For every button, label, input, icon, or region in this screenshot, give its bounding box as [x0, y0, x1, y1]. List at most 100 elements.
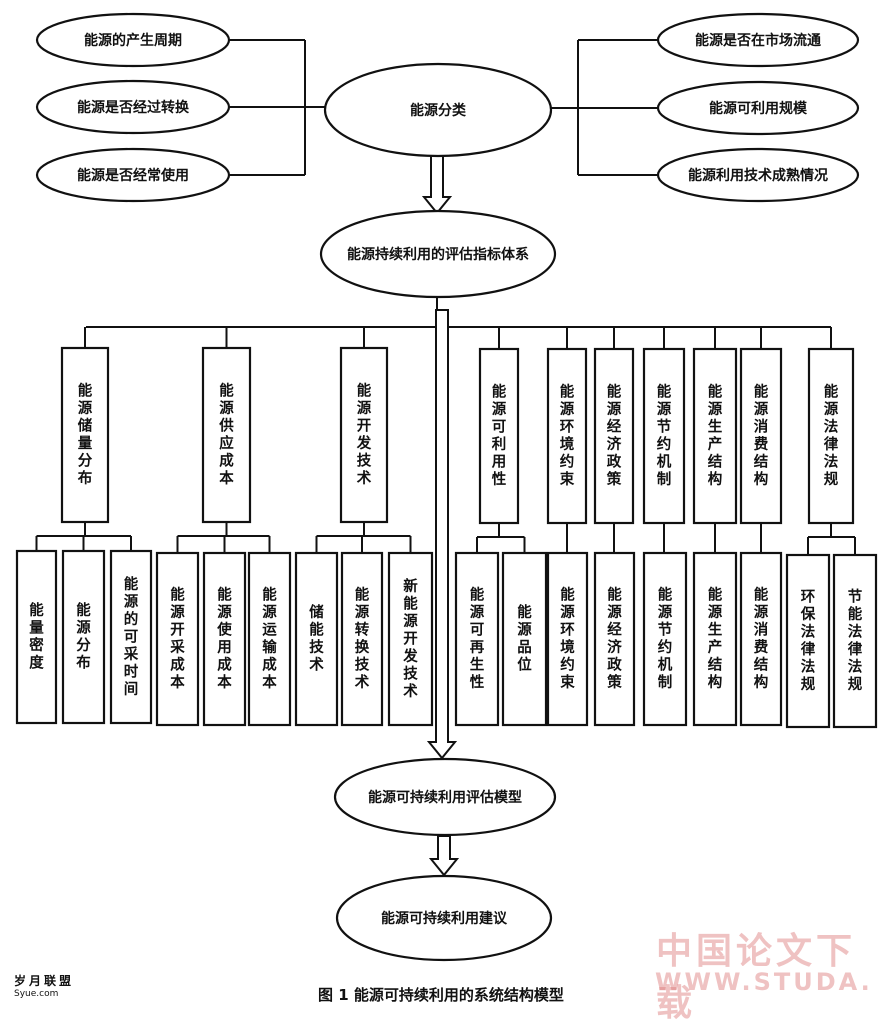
classification-criterion-label: 能源是否在市场流通	[695, 32, 821, 49]
indicator-category: 能源经济政策	[593, 347, 635, 525]
sub-indicator-label: 能量密度	[29, 601, 44, 672]
indicator-category-shape	[642, 347, 686, 525]
sub-indicator: 能源可再生性	[454, 551, 500, 727]
sub-indicator-shape	[501, 551, 548, 727]
indicator-category-shape	[339, 346, 389, 524]
flow-arrows	[421, 155, 460, 877]
sub-indicator-shape	[61, 549, 106, 725]
sub-indicator: 能源转换技术	[340, 551, 384, 727]
sub-indicator: 能源环境约束	[546, 551, 589, 727]
indicator-category: 能源生产结构	[692, 347, 738, 525]
arrow-to-advice	[428, 835, 460, 877]
indicator-category: 能源节约机制	[642, 347, 686, 525]
classification-criterion: 能源可利用规模	[656, 80, 860, 136]
indicator-category: 能源开发技术	[339, 346, 389, 524]
sub-indicator-shape	[15, 549, 58, 725]
sub-indicator-shape	[294, 551, 339, 727]
evaluation-model-node: 能源可持续利用评估模型	[333, 757, 557, 837]
classification-criterion-label: 能源是否经过转换	[77, 99, 190, 116]
classification-criterion: 能源利用技术成熟情况	[656, 147, 860, 203]
sub-indicator-label: 能源生产结构	[708, 586, 723, 692]
sub-indicator-shape	[247, 551, 292, 727]
sub-indicator-shape	[546, 551, 589, 727]
sub-indicator: 节能法律法规	[832, 553, 878, 729]
sub-indicator: 能源生产结构	[692, 551, 738, 727]
classification-criterion-label: 能源可利用规模	[709, 100, 808, 117]
classification-criterion-shape	[656, 80, 860, 136]
sub-indicator-shape	[593, 551, 636, 727]
classification-criterion-shape	[656, 147, 860, 203]
classification-criterion-label: 能源的产生周期	[84, 32, 182, 49]
sub-indicator-label: 环保法律法规	[800, 589, 816, 694]
indicator-category-label: 能源环境约束	[560, 383, 575, 489]
sub-indicator-label: 能源消费结构	[754, 586, 769, 692]
sub-indicator-label: 能源运输成本	[262, 586, 277, 692]
indicator-category: 能源环境约束	[546, 347, 588, 525]
sustainability-advice-node-label: 能源可持续利用建议	[381, 910, 508, 927]
sustainability-advice-node-shape	[335, 874, 553, 962]
indicator-category-shape	[201, 346, 252, 524]
indicator-category: 能源储量分布	[60, 346, 110, 524]
indicator-category-label: 能源法律法规	[823, 383, 839, 489]
sub-indicator-shape	[692, 551, 738, 727]
classification-criterion-shape	[35, 12, 231, 68]
classification-criterion: 能源是否经过转换	[35, 79, 231, 135]
indicator-category-shape	[60, 346, 110, 524]
indicator-category-shape	[692, 347, 738, 525]
sub-indicator: 能源的可采时间	[109, 549, 153, 725]
sub-indicator-label: 能源开采成本	[169, 586, 185, 692]
indicator-category-shape	[593, 347, 635, 525]
indicator-category: 能源法律法规	[807, 347, 855, 525]
sub-indicator: 能源经济政策	[593, 551, 636, 727]
indicator-category-shape	[807, 347, 855, 525]
sustainability-advice-node: 能源可持续利用建议	[335, 874, 553, 962]
sub-indicator-shape	[785, 553, 831, 729]
indicator-category-shape	[546, 347, 588, 525]
indicator-category-label: 能源生产结构	[708, 383, 723, 489]
indicator-category-shape	[478, 347, 520, 525]
sub-indicator-shape	[454, 551, 500, 727]
sub-indicator: 环保法律法规	[785, 553, 831, 729]
sub-indicator: 能源运输成本	[247, 551, 292, 727]
sub-indicator: 能源使用成本	[202, 551, 247, 727]
energy-classification-node-label: 能源分类	[410, 102, 467, 119]
classification-criterion-shape	[35, 79, 231, 135]
evaluation-model-node-shape	[333, 757, 557, 837]
classification-criterion-shape	[35, 147, 231, 203]
indicator-category: 能源供应成本	[201, 346, 252, 524]
indicator-category-label: 能源供应成本	[218, 382, 234, 488]
sub-indicator-label: 能源节约机制	[658, 586, 673, 692]
indicator-category-label: 能源消费结构	[754, 383, 769, 489]
classification-criterion: 能源的产生周期	[35, 12, 231, 68]
energy-classification-node: 能源分类	[323, 62, 553, 158]
site-logo-text: 岁月联盟	[14, 974, 75, 988]
sub-indicator-shape	[340, 551, 384, 727]
sub-indicator-shape	[155, 551, 200, 727]
sub-indicator: 能源品位	[501, 551, 548, 727]
sub-indicator-shape	[832, 553, 878, 729]
sub-indicator: 能源消费结构	[739, 551, 783, 727]
sub-indicator: 能源分布	[61, 549, 106, 725]
sub-indicator-label: 能源品位	[517, 603, 532, 674]
sub-indicator-shape	[642, 551, 688, 727]
sub-indicator-label: 能源使用成本	[216, 586, 232, 692]
indicator-category-label: 能源经济政策	[606, 383, 622, 489]
classification-criterion: 能源是否经常使用	[35, 147, 231, 203]
watermark-url: WWW.STUDA.	[655, 968, 873, 996]
site-logo-url: Syue.com	[14, 989, 59, 999]
sub-indicator-shape	[109, 549, 153, 725]
indicator-category-label: 能源开发技术	[356, 382, 372, 488]
sub-indicator: 能源开采成本	[155, 551, 200, 727]
sub-indicator: 新能源开发技术	[387, 551, 434, 727]
sub-indicator: 能量密度	[15, 549, 58, 725]
classification-criterion-label: 能源利用技术成熟情况	[688, 167, 828, 184]
energy-classification-node-shape	[323, 62, 553, 158]
arrow-to-system	[421, 155, 453, 215]
diagram-nodes: 能源的产生周期能源是否经过转换能源是否经常使用能源是否在市场流通能源可利用规模能…	[15, 12, 878, 962]
classification-criterion-label: 能源是否经常使用	[77, 167, 189, 184]
classification-criterion-shape	[656, 12, 860, 68]
indicator-category: 能源消费结构	[739, 347, 783, 525]
sub-indicator-label: 能源分布	[76, 601, 91, 672]
sub-indicator-label: 储能技术	[309, 603, 324, 674]
sub-indicator: 储能技术	[294, 551, 339, 727]
